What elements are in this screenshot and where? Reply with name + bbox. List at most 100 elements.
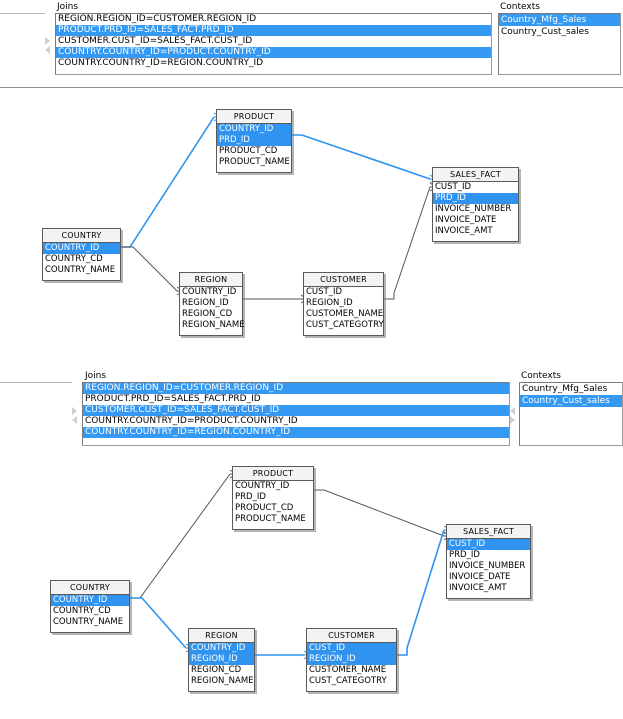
table-column[interactable]: COUNTRY_ID: [235, 481, 290, 491]
joins-nav-arrows-bottom[interactable]: [72, 406, 81, 425]
join-link[interactable]: [292, 134, 431, 180]
joins-label-bottom: Joins: [85, 371, 107, 381]
table-column[interactable]: COUNTRY_CD: [53, 606, 111, 616]
table-column[interactable]: PRD_ID: [217, 135, 291, 146]
table-column[interactable]: CUST_ID: [307, 643, 396, 654]
joins-nav-arrows-top[interactable]: [45, 36, 54, 55]
context-list-item[interactable]: Country_Mfg_Sales: [522, 384, 608, 394]
table-column[interactable]: PRODUCT_CD: [219, 146, 278, 156]
join-list-item[interactable]: REGION.REGION_ID=CUSTOMER.REGION_ID: [58, 14, 257, 24]
table-column[interactable]: INVOICE_NUMBER: [449, 561, 526, 571]
chevron-right-icon[interactable]: [45, 37, 50, 45]
table-header: PRODUCT: [217, 110, 291, 124]
table-column[interactable]: PRODUCT_NAME: [219, 157, 290, 167]
join-list-item[interactable]: PRODUCT.PRD_ID=SALES_FACT.PRD_ID: [56, 25, 491, 36]
table-column[interactable]: CUST_ID: [447, 539, 530, 550]
join-list-item[interactable]: COUNTRY.COUNTRY_ID=PRODUCT.COUNTRY_ID: [85, 416, 298, 426]
table-column[interactable]: COUNTRY_CD: [45, 254, 103, 264]
table-column[interactable]: INVOICE_AMT: [449, 583, 507, 593]
join-link[interactable]: [314, 489, 445, 537]
join-list-item[interactable]: PRODUCT.PRD_ID=SALES_FACT.PRD_ID: [85, 394, 261, 404]
table-column[interactable]: REGION_NAME: [191, 676, 254, 686]
table-column[interactable]: COUNTRY_ID: [51, 595, 129, 606]
table-column[interactable]: PRD_ID: [433, 193, 518, 204]
join-list-item[interactable]: COUNTRY.COUNTRY_ID=REGION.COUNTRY_ID: [83, 427, 509, 438]
context-list-item[interactable]: Country_Cust_sales: [520, 395, 622, 407]
panel-divider-bottom-left: [0, 382, 72, 383]
table-column[interactable]: PRD_ID: [449, 550, 480, 560]
table-column[interactable]: COUNTRY_ID: [182, 287, 237, 297]
table-column[interactable]: PRODUCT_CD: [235, 503, 294, 513]
table-header: CUSTOMER: [304, 273, 383, 287]
join-link[interactable]: [130, 473, 231, 599]
table-column[interactable]: PRD_ID: [235, 492, 266, 502]
table-column[interactable]: CUST_CATEGOTRY: [309, 676, 387, 686]
context-list-item[interactable]: Country_Cust_sales: [501, 27, 589, 37]
chevron-left-icon[interactable]: [510, 407, 515, 415]
table-column[interactable]: COUNTRY_ID: [43, 243, 120, 254]
table-column[interactable]: REGION_ID: [306, 298, 353, 308]
table-column[interactable]: REGION_NAME: [182, 320, 245, 330]
table-header: SALES_FACT: [447, 525, 530, 539]
join-link[interactable]: [121, 116, 215, 248]
table-column[interactable]: REGION_CD: [182, 309, 233, 319]
panel-divider-top: [0, 87, 623, 88]
table-column[interactable]: CUSTOMER_NAME: [309, 665, 387, 675]
table-column[interactable]: COUNTRY_NAME: [53, 617, 124, 627]
table-column[interactable]: CUST_ID: [306, 287, 343, 297]
chevron-right-icon[interactable]: [510, 416, 515, 424]
context-list-item[interactable]: Country_Mfg_Sales: [499, 14, 620, 26]
table-column[interactable]: COUNTRY_ID: [217, 124, 291, 135]
join-link[interactable]: [121, 246, 178, 292]
table-column[interactable]: REGION_ID: [307, 654, 396, 665]
table-column[interactable]: COUNTRY_ID: [189, 643, 254, 654]
join-list-item[interactable]: COUNTRY.COUNTRY_ID=PRODUCT.COUNTRY_ID: [56, 47, 491, 58]
table-column[interactable]: REGION_ID: [182, 298, 229, 308]
join-list-item[interactable]: REGION.REGION_ID=CUSTOMER.REGION_ID: [83, 383, 509, 394]
table-column[interactable]: CUST_ID: [435, 182, 472, 192]
table-column[interactable]: INVOICE_AMT: [435, 226, 493, 236]
join-list-item[interactable]: COUNTRY.COUNTRY_ID=REGION.COUNTRY_ID: [58, 58, 264, 68]
table-column[interactable]: INVOICE_DATE: [435, 215, 497, 225]
table-column[interactable]: CUSTOMER_NAME: [306, 309, 384, 319]
table-column[interactable]: CUST_CATEGOTRY: [306, 320, 384, 330]
table-column[interactable]: PRODUCT_NAME: [235, 514, 306, 524]
table-header: PRODUCT: [233, 467, 313, 481]
chevron-right-icon[interactable]: [72, 407, 77, 415]
table-column[interactable]: COUNTRY_NAME: [45, 265, 116, 275]
table-column[interactable]: INVOICE_NUMBER: [435, 204, 512, 214]
table-column[interactable]: INVOICE_DATE: [449, 572, 511, 582]
join-link[interactable]: [384, 186, 431, 300]
table-column[interactable]: REGION_ID: [189, 654, 254, 665]
join-link[interactable]: [130, 597, 187, 649]
contexts-nav-arrows-bottom[interactable]: [510, 406, 519, 425]
table-column[interactable]: REGION_CD: [191, 665, 242, 675]
join-link[interactable]: [397, 529, 445, 656]
join-list-item[interactable]: CUSTOMER.CUST_ID=SALES_FACT.CUST_ID: [58, 36, 253, 46]
join-list-item[interactable]: CUSTOMER.CUST_ID=SALES_FACT.CUST_ID: [83, 405, 509, 416]
chevron-left-icon[interactable]: [45, 46, 50, 54]
chevron-left-icon[interactable]: [72, 416, 77, 424]
